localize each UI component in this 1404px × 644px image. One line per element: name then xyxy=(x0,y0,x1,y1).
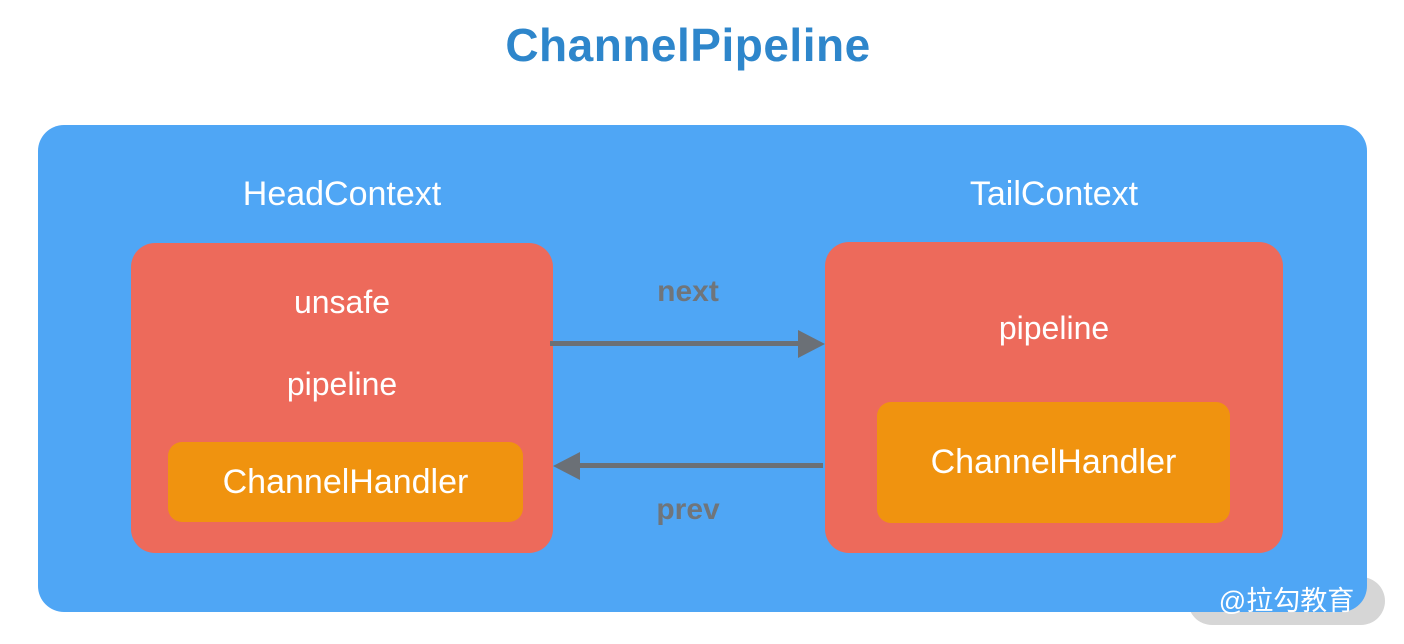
pipeline-container: HeadContext TailContext unsafe pipeline … xyxy=(38,125,1367,612)
diagram-title: ChannelPipeline xyxy=(505,19,871,71)
prev-arrow-head-icon xyxy=(553,452,580,480)
prev-arrow-line xyxy=(579,463,823,468)
prev-arrow-label: prev xyxy=(656,493,720,526)
tail-channel-handler-box: ChannelHandler xyxy=(877,402,1230,523)
head-context-label: HeadContext xyxy=(242,175,442,213)
next-arrow-line xyxy=(550,341,798,346)
head-field-pipeline: pipeline xyxy=(286,366,398,402)
tail-context-label: TailContext xyxy=(969,175,1139,213)
tail-context-box: pipeline ChannelHandler xyxy=(825,242,1283,553)
head-context-box: unsafe pipeline ChannelHandler xyxy=(131,243,553,553)
next-arrow-label: next xyxy=(657,275,719,308)
watermark-label: @拉勾教育 xyxy=(1218,586,1355,616)
next-arrow-head-icon xyxy=(798,330,825,358)
head-field-unsafe: unsafe xyxy=(293,284,391,320)
tail-field-pipeline: pipeline xyxy=(998,310,1110,346)
head-channel-handler-box: ChannelHandler xyxy=(168,442,523,522)
